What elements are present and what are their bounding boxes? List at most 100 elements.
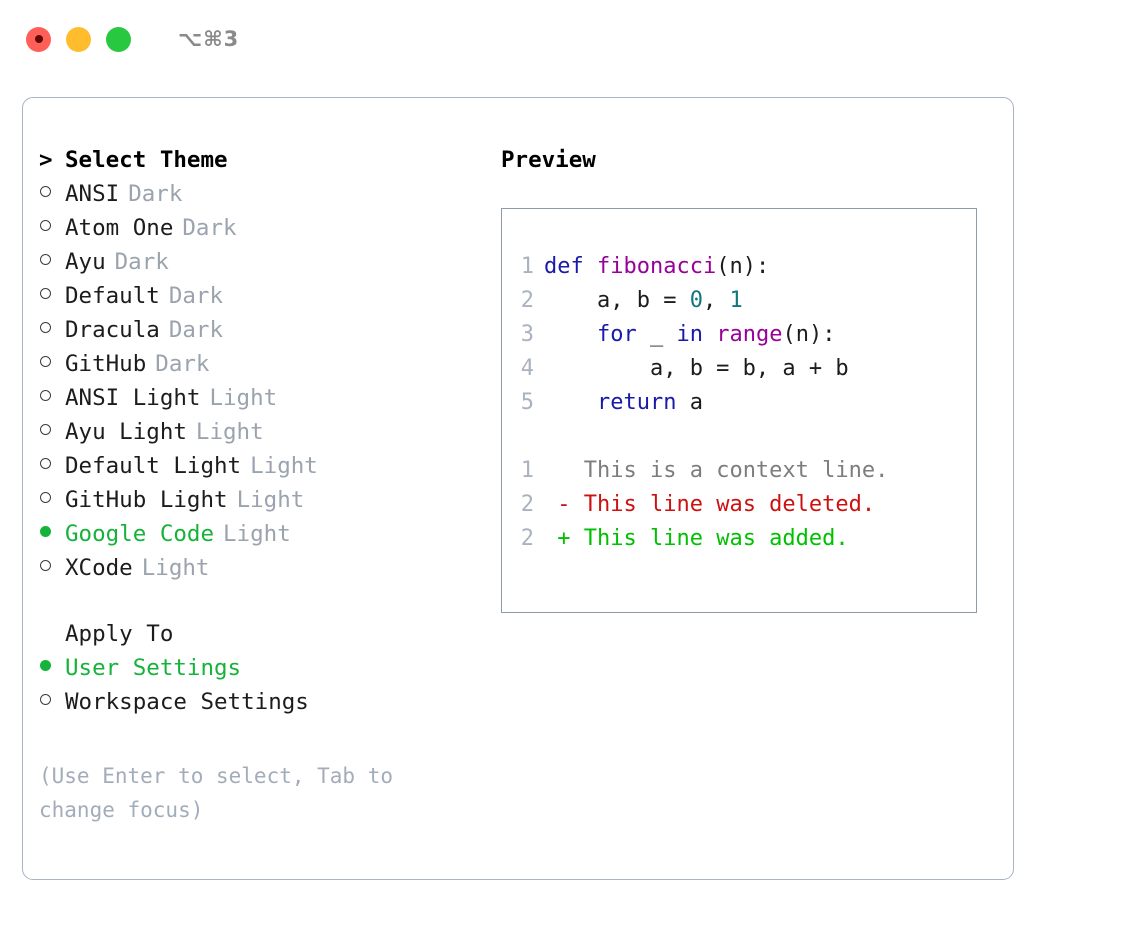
theme-variant-label: Light	[236, 487, 305, 513]
code-token: def	[544, 254, 584, 279]
code-line-content: def fibonacci(n):	[544, 254, 769, 279]
radio-selected-icon	[40, 660, 51, 671]
list-gap	[39, 589, 501, 621]
theme-radio-marker	[39, 453, 65, 479]
diff-line: 1 This is a context line.	[502, 458, 976, 492]
theme-radio-marker	[39, 215, 65, 241]
diff-sample: 1 This is a context line.2 - This line w…	[502, 458, 976, 560]
theme-name-label: GitHub	[65, 351, 147, 377]
hint-gap	[39, 723, 501, 759]
theme-variant-label: Dark	[114, 249, 169, 275]
diff-line-number: 1	[520, 458, 534, 483]
radio-selected-icon	[40, 526, 51, 537]
select-theme-header-label: Select Theme	[65, 147, 228, 173]
theme-variant-label: Dark	[128, 181, 183, 207]
code-token	[584, 254, 597, 279]
keyboard-hint-text: (Use Enter to select, Tab to change focu…	[39, 764, 394, 822]
code-token: n	[795, 322, 809, 347]
theme-variant-label: Dark	[168, 283, 224, 309]
code-token: return	[596, 390, 677, 415]
diff-line-content: This line was added.	[583, 526, 849, 551]
diff-line: 2 - This line was deleted.	[502, 492, 976, 526]
theme-name-label: Atom One	[65, 215, 174, 241]
code-line: 4 a, b = b, a + b	[502, 356, 976, 390]
code-line: 3 for _ in range(n):	[502, 322, 976, 356]
radio-unselected-icon	[40, 694, 51, 705]
apply-to-radio-marker	[39, 689, 65, 715]
diff-sign: -	[544, 492, 584, 517]
radio-unselected-icon	[40, 492, 51, 503]
diff-line: 2 + This line was added.	[502, 526, 976, 560]
apply-to-radio-marker	[39, 655, 65, 681]
window-controls	[26, 26, 131, 52]
diff-line-number: 2	[520, 492, 534, 517]
code-line-number: 1	[520, 254, 534, 279]
apply-to-option-label: User Settings	[65, 655, 242, 681]
radio-unselected-icon	[40, 458, 51, 469]
code-line: 1 def fibonacci(n):	[502, 254, 976, 288]
radio-unselected-icon	[40, 322, 51, 333]
code-diff-separator	[502, 424, 976, 458]
code-token: ):	[742, 254, 770, 279]
radio-unselected-icon	[40, 254, 51, 265]
code-line-content: for _ in range(n):	[544, 322, 835, 347]
diff-line-number: 2	[520, 526, 534, 551]
preview-title: Preview	[501, 147, 596, 173]
apply-to-option[interactable]: User Settings	[39, 655, 501, 689]
code-token	[544, 322, 597, 347]
theme-radio-marker	[39, 521, 65, 547]
apply-to-option-label: Workspace Settings	[65, 689, 309, 715]
code-token	[703, 322, 716, 347]
minimize-window-button[interactable]	[66, 26, 91, 52]
maximize-window-button[interactable]	[106, 26, 131, 52]
theme-name-label: Dracula	[65, 317, 160, 343]
theme-name-label: Ayu Light	[65, 419, 187, 445]
select-theme-header: > Select Theme	[39, 147, 501, 181]
theme-radio-marker	[39, 555, 65, 581]
theme-list-item[interactable]: Default Dark	[39, 283, 501, 317]
code-token: 0	[689, 288, 703, 313]
theme-radio-marker	[39, 351, 65, 377]
radio-unselected-icon	[40, 424, 51, 435]
code-token: range	[716, 322, 783, 347]
theme-radio-marker	[39, 487, 65, 513]
code-line-content: a, b = 0, 1	[544, 288, 743, 313]
code-token: _	[636, 322, 677, 347]
theme-variant-label: Light	[141, 555, 210, 581]
code-token: ,	[702, 288, 730, 313]
theme-radio-marker	[39, 181, 65, 207]
theme-name-label: Google Code	[65, 521, 215, 547]
code-line: 2 a, b = 0, 1	[502, 288, 976, 322]
theme-name-label: Ayu	[65, 249, 106, 275]
apply-to-option[interactable]: Workspace Settings	[39, 689, 501, 723]
code-line: 5 return a	[502, 390, 976, 424]
theme-list-item[interactable]: Ayu Dark	[39, 249, 501, 283]
theme-name-label: Default	[65, 283, 160, 309]
theme-name-label: ANSI Light	[65, 385, 201, 411]
theme-radio-marker	[39, 283, 65, 309]
theme-radio-marker	[39, 249, 65, 275]
radio-unselected-icon	[40, 288, 51, 299]
code-token: 1	[729, 288, 743, 313]
code-line-number: 5	[520, 390, 534, 415]
diff-line-content: This line was deleted.	[583, 492, 876, 517]
close-window-button[interactable]	[26, 26, 51, 52]
apply-to-header-label: Apply To	[65, 621, 174, 647]
diff-sign	[544, 458, 584, 483]
diff-sign: +	[544, 526, 584, 551]
code-token: n	[729, 254, 743, 279]
theme-variant-label: Light	[250, 453, 318, 479]
